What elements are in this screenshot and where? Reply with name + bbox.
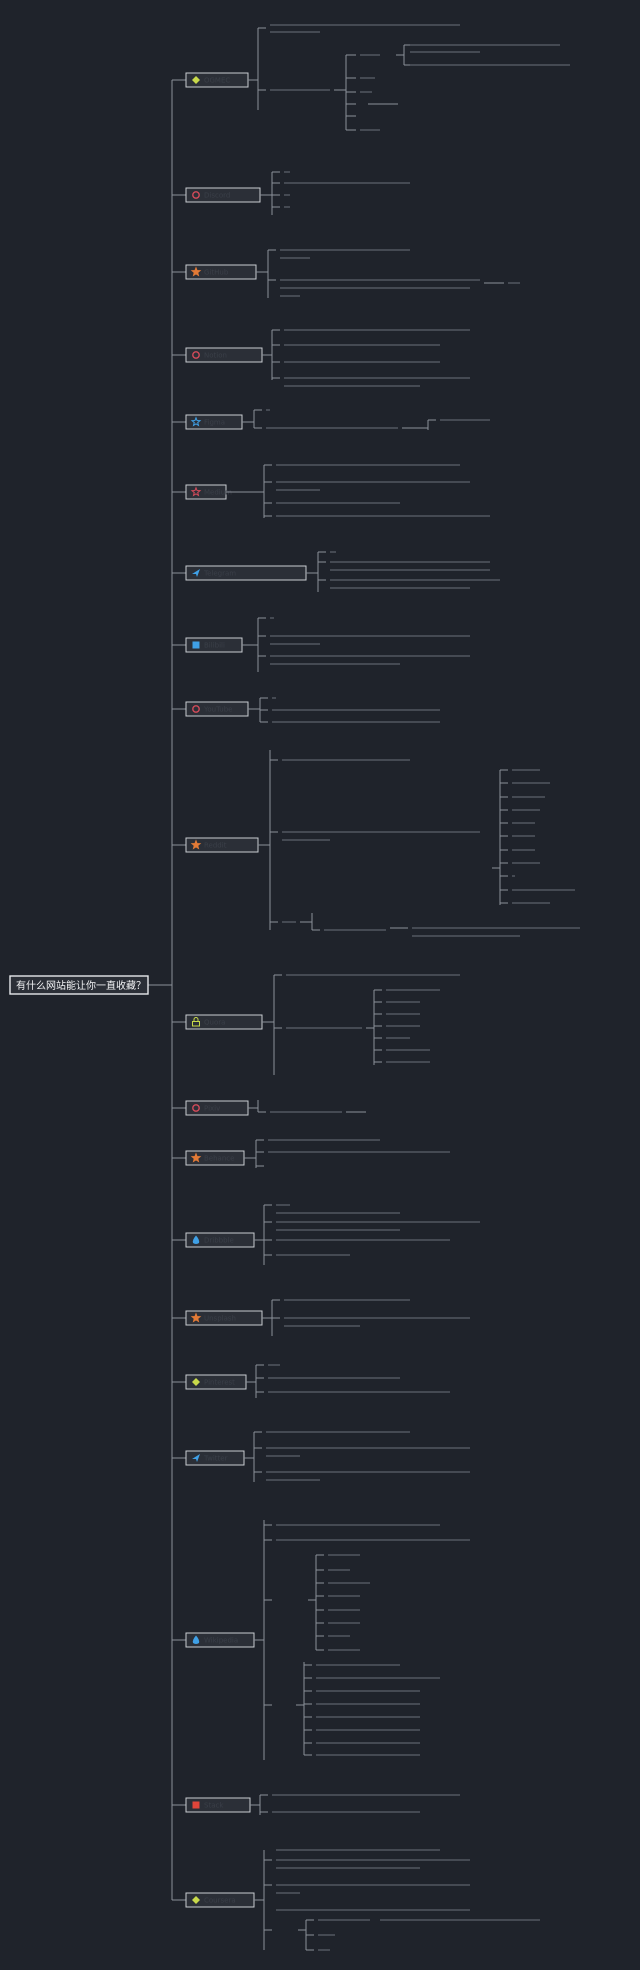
star-icon [190,1152,202,1163]
star-icon [190,1312,202,1323]
branch-label: Twitter [203,1455,228,1463]
branch-label: Quora [204,1019,225,1027]
branch-label: Pixiv [204,1105,220,1113]
branch-node[interactable]: OGMEC [185,72,256,88]
branch-node[interactable]: Discord [185,187,268,203]
branch-label: GitHub [204,269,229,277]
star-outline-icon [190,416,202,427]
branch-node[interactable]: Pixiv [185,1100,256,1116]
branch-node[interactable]: Pinterest [185,1374,254,1390]
branch-label: Wikipedia [204,1637,238,1645]
branch-label: Notion [204,352,227,360]
flame-icon [192,1635,200,1644]
lock-icon [192,1017,200,1027]
branch-label: Medium [204,489,232,497]
branch-label: Figma [204,419,225,427]
branch-node[interactable]: Twitter [185,1450,252,1466]
branch-node[interactable]: Notion [185,347,270,363]
star-outline-icon [190,486,202,497]
square-icon [192,641,200,649]
dot-icon [192,1104,200,1112]
star-icon [190,839,202,850]
leaf-lines [226,27,508,1951]
dot-icon [192,191,200,199]
branch-node[interactable]: Reddit [185,837,266,853]
branch-label: YouTube [203,706,232,714]
branch-label: Stack [204,1802,224,1810]
branch-node[interactable]: Stack [185,1797,258,1813]
branch-node[interactable]: Behance [185,1150,252,1166]
branch-node[interactable]: Bilibili [185,637,250,653]
branch-label: Pinterest [204,1379,235,1387]
branch-node[interactable]: Unsplash [185,1310,270,1326]
branch-node[interactable]: Wikipedia [185,1632,262,1648]
branch-node[interactable]: YouTube [185,701,256,717]
branch-label: Coursera [204,1897,236,1905]
branch-node[interactable]: Telegram [185,565,314,581]
branch-label: Telegram [203,570,236,578]
branch-label: Dribbble [204,1237,234,1245]
branch-label: Behance [204,1155,234,1163]
square-icon [192,1801,200,1809]
main-connectors [148,79,186,1901]
branch-node[interactable]: GitHub [185,264,264,280]
branch-node[interactable]: Coursera [185,1892,262,1908]
diamond-icon [192,1896,200,1904]
branch-label: Discord [204,192,230,200]
branch-label: Bilibili [204,642,225,650]
root-label: 有什么网站能让你一直收藏？ [16,979,146,992]
diamond-icon [192,76,200,84]
send-icon [192,1454,200,1462]
dot-icon [192,705,200,713]
dot-icon [192,351,200,359]
branch-nodes: OGMEC DiscordGitHubNotionFigmaMediumTeleg… [185,72,314,1908]
branch-node[interactable]: Figma [185,414,250,430]
diamond-icon [192,1378,200,1386]
branch-node[interactable]: Quora [185,1014,270,1030]
branch-label: Reddit [204,842,227,850]
branch-node[interactable]: Dribbble [185,1232,262,1248]
flame-icon [192,1235,200,1244]
branch-label: Unsplash [204,1315,236,1323]
send-icon [192,569,200,577]
branch-label: OGMEC [204,77,230,85]
root-node[interactable]: 有什么网站能让你一直收藏？ [9,975,149,995]
leaf-text-bars [266,24,580,1951]
star-icon [190,266,202,277]
branch-node[interactable]: Medium [185,484,234,500]
